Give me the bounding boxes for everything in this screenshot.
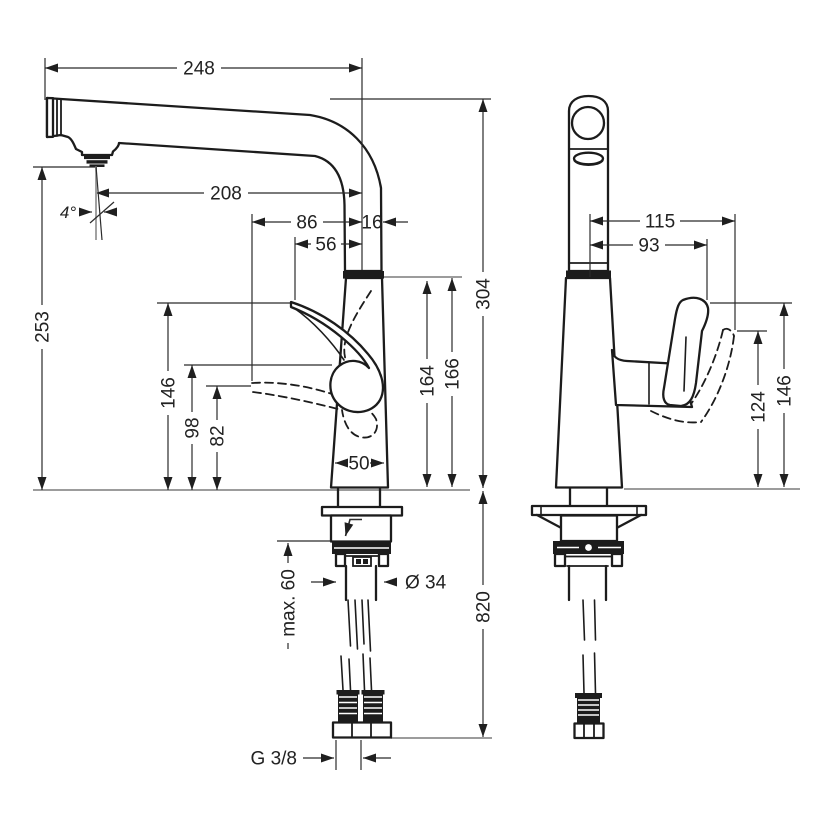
dim-820-label: 820: [474, 591, 495, 623]
dim-166-label: 166: [443, 358, 464, 390]
mounting-base-front: [530, 486, 648, 602]
dim-164-label: 164: [418, 365, 439, 397]
dim-front-handle-open-height: 124: [737, 330, 770, 487]
dim-304-label: 304: [474, 278, 495, 310]
supply-hose-front: [582, 599, 597, 694]
dim-dia34-label: Ø 34: [405, 573, 447, 594]
clamp-screw-arrow: [344, 518, 362, 537]
spout-outline: [45, 96, 383, 273]
dim-grip-height: 98: [183, 364, 332, 490]
dim-56-label: 56: [315, 235, 336, 256]
aerator-front-shadow: [573, 159, 604, 166]
swivel-joint-band: [343, 271, 384, 279]
dim-hose-length: 820: [474, 491, 495, 737]
dim-50-label: 50: [348, 454, 369, 475]
dim-spout-base-height: 166: [443, 278, 464, 487]
spout-column-front: [567, 94, 610, 273]
dim-total-height: 304: [330, 98, 495, 488]
front-view: [530, 94, 735, 740]
handle-lever-side: [289, 300, 385, 414]
dim-g38-label: G 3/8: [251, 749, 297, 770]
side-view: [45, 96, 404, 739]
mounting-base-side: [320, 486, 404, 602]
dim-16-label: 16: [361, 213, 382, 234]
body-cone-front: [554, 276, 624, 489]
dim-total-reach: 248: [44, 58, 363, 270]
aerator: [84, 155, 110, 167]
dim-124-label: 124: [749, 391, 770, 423]
base-flange: [320, 505, 404, 517]
dim-115-label: 115: [645, 212, 675, 233]
hose-connector-front: [573, 693, 605, 740]
connector-nut: [331, 721, 393, 739]
dim-86-label: 86: [296, 213, 317, 234]
dim-248-label: 248: [183, 59, 215, 80]
dim-aerator-reach: 208: [96, 184, 362, 205]
clamp-tab-right: [377, 552, 390, 568]
dim-body-top-height: 164: [418, 281, 439, 487]
dim-front-handle-open-reach: 115: [589, 212, 736, 330]
dim-handle-open-height: 82: [206, 385, 251, 490]
cable-clip: [352, 556, 372, 567]
dim-93-label: 93: [638, 236, 659, 257]
dim-front-handle-height: 146: [710, 302, 796, 487]
swivel-joint-band-front: [566, 270, 611, 279]
dim-handle-tip-height: 146: [157, 302, 290, 490]
handle-lever-front: [662, 296, 710, 408]
dim-98-label: 98: [183, 417, 204, 438]
spout-head-circle: [570, 105, 606, 141]
dim-spray-angle: 4°: [60, 165, 117, 241]
dim-4deg-label: 4°: [60, 203, 76, 222]
dim-handle-open-reach: 86: [251, 213, 362, 381]
dim-front-handle-reach: 93: [590, 236, 708, 300]
dimension-annotations: 248 208 86 16 56: [33, 58, 796, 770]
nut-center-hole: [585, 544, 592, 551]
reference-planes: [33, 276, 800, 739]
supply-hoses-side: [340, 599, 373, 691]
dim-max-counter-thickness: max. 60: [277, 540, 331, 649]
dim-146-side-label: 146: [159, 377, 180, 409]
dim-shank-diameter: Ø 34: [311, 573, 447, 594]
base-flange-front: [530, 504, 648, 517]
dim-body-width: 50: [335, 454, 384, 475]
spout-end-cap: [45, 96, 55, 139]
hose-connectors-side: [331, 690, 393, 739]
handle-open-front-dashed: [650, 327, 735, 424]
dim-outlet-height: 253: [33, 166, 95, 490]
dim-82-label: 82: [208, 425, 229, 446]
clamp-box-front: [559, 514, 619, 543]
dim-hose-thread: G 3/8: [251, 740, 391, 770]
dim-handle-reach: 56: [294, 235, 362, 300]
dim-max60-label: max. 60: [279, 569, 300, 637]
dim-spout-offset: 16: [361, 213, 408, 234]
clamp-tab-left: [334, 552, 347, 568]
dim-146-front-label: 146: [775, 375, 796, 407]
dim-253-label: 253: [33, 311, 54, 343]
dim-208-label: 208: [210, 184, 242, 205]
